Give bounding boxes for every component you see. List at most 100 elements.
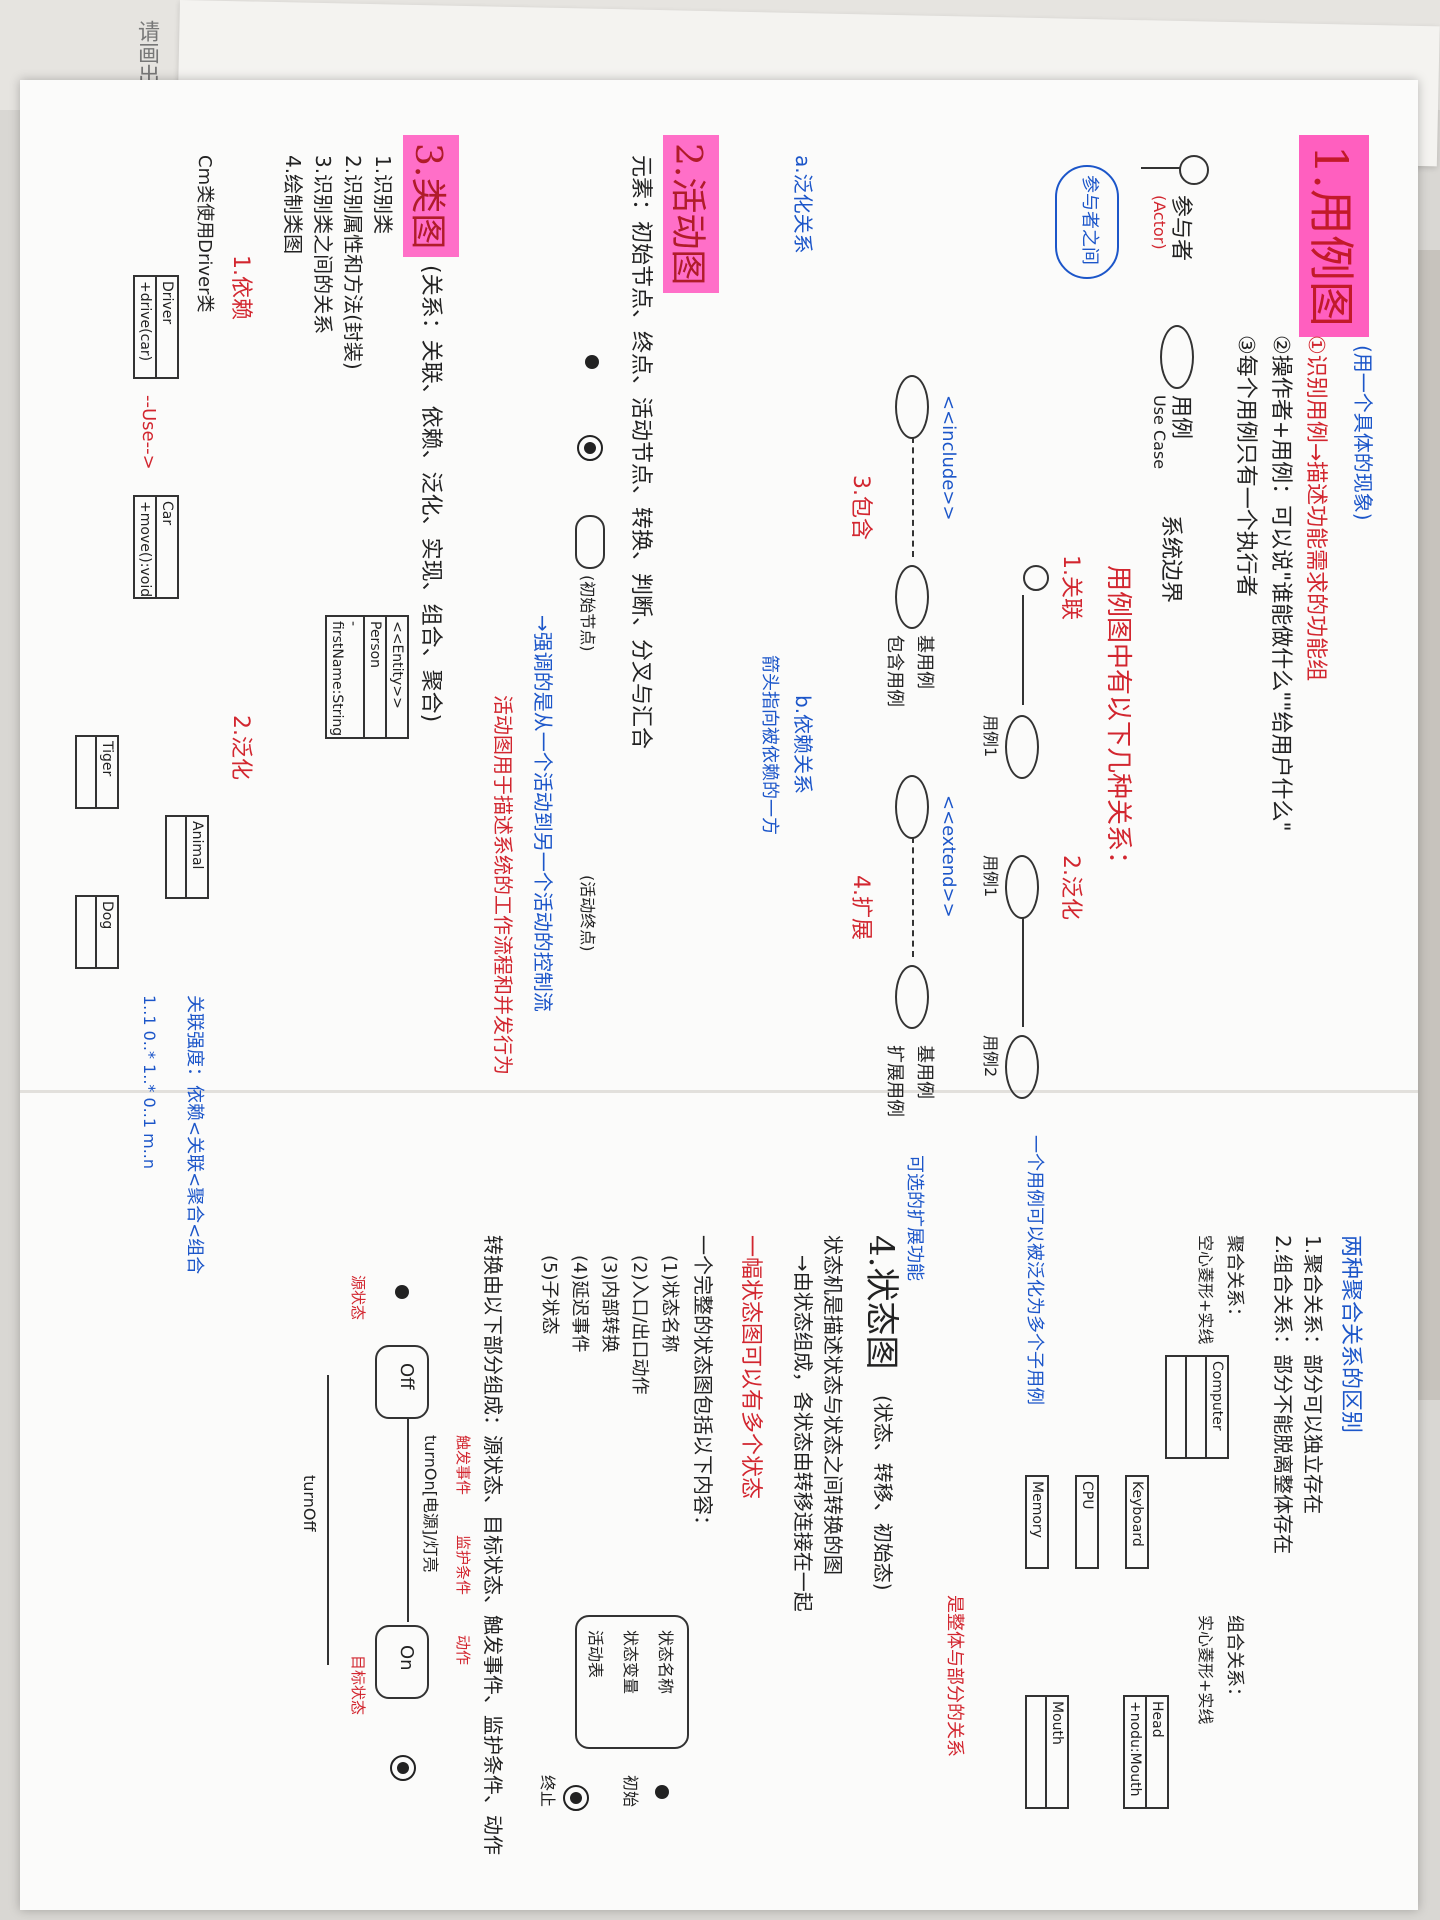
activity-line-1: 元素：初始节点、终点、活动节点、转换、判断、分叉与汇合 bbox=[628, 155, 653, 750]
dog-class: Dog bbox=[75, 895, 119, 969]
speech-bubble-text: 参与者之间 bbox=[1079, 175, 1100, 265]
include-line bbox=[910, 437, 914, 557]
class-step-2: 2.识别属性和方法(封装) bbox=[341, 155, 365, 370]
actor-label: 参与者 bbox=[1168, 195, 1193, 262]
notebook-page: 1.用例图 (用一个具体的现象) ①识别用例→描述功能需求的功能组 ②操作者+用… bbox=[20, 80, 1418, 1910]
state-line-1: 状态机是描述状态与状态之间转换的图 bbox=[821, 1235, 845, 1575]
computer-class: Computer bbox=[1165, 1355, 1229, 1459]
keyboard-class: Keyboard bbox=[1125, 1475, 1149, 1569]
gen-note: 一个用例可以被泛化为多个子用例 bbox=[1024, 1135, 1045, 1405]
state-initial-icon bbox=[655, 1785, 669, 1799]
agg-label: 聚合关系： bbox=[1224, 1235, 1245, 1325]
include-incl-label: 包含用例 bbox=[884, 635, 905, 707]
actor-gen-label: a.泛化关系 bbox=[791, 155, 815, 254]
activity-initial-label: (初始节点) bbox=[578, 575, 597, 652]
usecase-ellipse-icon bbox=[1160, 325, 1194, 389]
state-list-heading: 一个完整的状态图包括以下内容： bbox=[691, 1235, 715, 1535]
relation-association: 1.关联 bbox=[1058, 555, 1083, 620]
usecase-label: 用例 bbox=[1168, 395, 1193, 440]
gen-usecase-2-label: 用例2 bbox=[981, 1035, 1000, 1078]
activity-node-icon bbox=[575, 515, 605, 569]
assoc-actor-icon bbox=[1023, 565, 1049, 591]
sm-transition-off bbox=[327, 1375, 329, 1665]
gen-usecase-2 bbox=[1005, 1035, 1039, 1099]
sm-guard-note: 监护条件 bbox=[454, 1535, 472, 1596]
class-sub: (关系：关联、依赖、泛化、实现、组合、聚合) bbox=[418, 265, 443, 723]
sm-final-icon bbox=[390, 1755, 416, 1781]
driver-name: Driver bbox=[155, 277, 177, 377]
state-box-line-2: 状态变量 bbox=[621, 1630, 640, 1695]
class-generalization: 2.泛化 bbox=[228, 715, 253, 780]
background-paper-text: 请画出 bbox=[134, 20, 159, 86]
gen-usecase-1 bbox=[1005, 855, 1039, 919]
person-name: Person bbox=[363, 617, 385, 737]
class-step-1: 1.识别类 bbox=[371, 155, 395, 235]
sm-source-note: 源状态 bbox=[349, 1275, 367, 1321]
tiger-name: Tiger bbox=[95, 737, 117, 807]
cpu-class: CPU bbox=[1075, 1475, 1099, 1569]
extend-ext-label: 扩展用例 bbox=[884, 1045, 905, 1117]
person-attr: -firstName:String bbox=[329, 621, 361, 737]
head-class: Head +nodu:Mouth bbox=[1123, 1695, 1169, 1809]
state-line-2: →由状态组成，各状态由转移连接在一起 bbox=[791, 1255, 815, 1612]
computer-name: Computer bbox=[1205, 1357, 1227, 1457]
actor-icon bbox=[1179, 155, 1209, 185]
relation-heading: 用例图中有以下几种关系： bbox=[1103, 565, 1133, 878]
assoc-usecase-label: 用例1 bbox=[981, 715, 1000, 758]
sm-trigger-note: 触发事件 bbox=[454, 1435, 472, 1496]
initial-node-icon bbox=[585, 355, 599, 369]
use-tag: --Use--> bbox=[138, 395, 159, 470]
class-heading: 3.类图 bbox=[403, 135, 459, 258]
assoc-usecase bbox=[1005, 715, 1039, 779]
assoc-line bbox=[1022, 595, 1024, 705]
state-item-3: (3)内部转换 bbox=[599, 1255, 620, 1353]
car-name: Car bbox=[155, 497, 177, 597]
state-summary: 转换由以下部分组成：源状态、目标状态、触发事件、监护条件、动作 bbox=[481, 1235, 505, 1855]
state-item-1: (1)状态名称 bbox=[659, 1255, 680, 1353]
composition-agg-line: 1.聚合关系：部分可以独立存在 bbox=[1301, 1235, 1325, 1515]
actor-icon-body bbox=[1141, 167, 1181, 169]
sm-turn-on: turnOn[电源]/灯亮 bbox=[421, 1435, 440, 1573]
composition-red-note: 是整体与部分的关系 bbox=[944, 1595, 965, 1757]
state-heading: 4.状态图 bbox=[861, 1235, 901, 1370]
activity-heading: 2.活动图 bbox=[663, 135, 719, 294]
memory-class: Memory bbox=[1025, 1475, 1049, 1569]
car-op: +move():void bbox=[137, 501, 153, 598]
include-base-label: 基用例 bbox=[914, 635, 935, 689]
gen-usecase-1-label: 用例1 bbox=[981, 855, 1000, 898]
sm-transition-on bbox=[407, 1417, 409, 1622]
composition-comp-line: 2.组合关系：部分不能脱离整体存在 bbox=[1271, 1235, 1295, 1555]
include-base-usecase bbox=[895, 375, 929, 439]
final-node-icon bbox=[577, 435, 603, 461]
extend-base-label: 基用例 bbox=[914, 1045, 935, 1099]
title-note: (用一个具体的现象) bbox=[1351, 345, 1375, 521]
include-tag: <<include>> bbox=[938, 395, 959, 521]
class-relation-strength: 关联强度：依赖<关联<聚合<组合 bbox=[184, 995, 205, 1275]
comp-diamond: 实心菱形+实线 bbox=[1196, 1615, 1215, 1725]
usecase-note: Use Case bbox=[1150, 395, 1169, 470]
extend-tag: <<extend>> bbox=[938, 795, 959, 918]
usecase-intro-1: ①识别用例→描述功能需求的功能组 bbox=[1303, 335, 1328, 682]
state-item-4: (4)延迟事件 bbox=[569, 1255, 590, 1353]
relation-extend: 4.扩展 bbox=[848, 875, 873, 940]
state-sub: (状态、转移、初始态) bbox=[871, 1395, 895, 1591]
gen-line bbox=[1022, 917, 1024, 1027]
sm-on-label: On bbox=[396, 1645, 417, 1671]
class-dep-note: Cm类使用Driver类 bbox=[194, 155, 215, 313]
driver-class: Driver +drive(car) bbox=[133, 275, 179, 379]
state-item-5: (5)子状态 bbox=[539, 1255, 560, 1335]
head-op: +nodu:Mouth bbox=[1127, 1701, 1143, 1797]
extend-target-usecase bbox=[895, 965, 929, 1029]
include-target-usecase bbox=[895, 565, 929, 629]
state-item-2: (2)入口/出口动作 bbox=[629, 1255, 650, 1395]
sm-target-note: 目标状态 bbox=[349, 1655, 367, 1716]
class-dependency: 1.依赖 bbox=[228, 255, 253, 320]
extend-line bbox=[910, 837, 914, 957]
person-class: <<Entity>> Person -firstName:String bbox=[325, 615, 409, 739]
sm-initial-icon bbox=[395, 1285, 409, 1299]
state-initial-label: 初始 bbox=[621, 1775, 640, 1808]
person-stereotype: <<Entity>> bbox=[385, 617, 407, 737]
activity-red-note: 活动图用于描述系统的工作流程和并发行为 bbox=[491, 695, 515, 1075]
comp-label: 组合关系： bbox=[1224, 1615, 1245, 1705]
usecase-intro-2: ②操作者+用例：可以说"谁能做什么""给用户什么" bbox=[1268, 335, 1293, 832]
